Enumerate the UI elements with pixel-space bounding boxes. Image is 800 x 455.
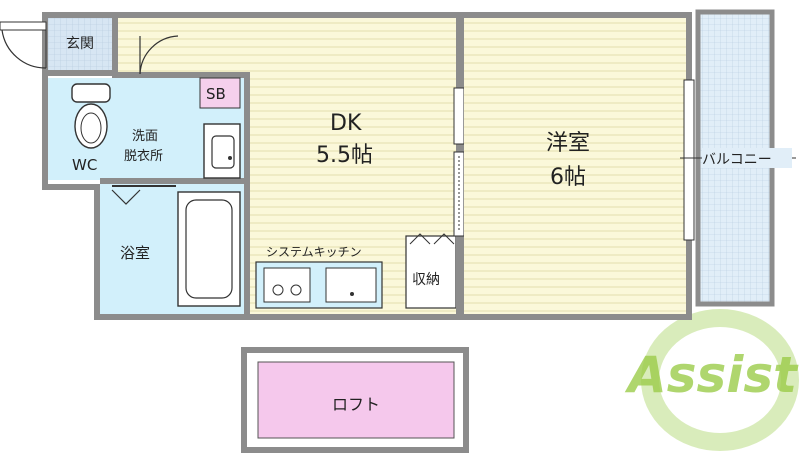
western-room-floor bbox=[464, 18, 686, 314]
loft bbox=[241, 347, 469, 453]
entrance-door bbox=[0, 21, 47, 69]
dk-name: DK bbox=[330, 111, 362, 136]
wash-basin-icon bbox=[203, 123, 241, 179]
western-room-size: 6帖 bbox=[550, 165, 586, 190]
stove-burner-icon bbox=[290, 284, 302, 296]
sliding-door bbox=[453, 87, 465, 237]
system-kitchen bbox=[255, 261, 383, 309]
storage bbox=[405, 233, 457, 309]
washroom-label-line2: 脱衣所 bbox=[124, 148, 163, 164]
washroom-door bbox=[139, 35, 179, 75]
assist-logo: Assist bbox=[624, 309, 799, 451]
sb-label: SB bbox=[206, 85, 226, 103]
storage-label: 収納 bbox=[412, 272, 440, 288]
dk-size: 5.5帖 bbox=[316, 143, 373, 168]
genkan-floor bbox=[48, 18, 112, 70]
shoe-box bbox=[199, 77, 241, 109]
logo-text: Assist bbox=[624, 346, 799, 404]
balcony-label: バルコニー bbox=[702, 152, 772, 168]
bath-door bbox=[111, 185, 176, 205]
western-room-name: 洋室 bbox=[546, 131, 590, 156]
washroom-label-line1: 洗面 bbox=[132, 129, 158, 144]
hallway-floor bbox=[118, 18, 254, 78]
kitchen-sink-icon bbox=[325, 267, 377, 303]
bathtub-icon bbox=[177, 191, 241, 307]
wc-label: WC bbox=[72, 156, 97, 174]
bath-label: 浴室 bbox=[120, 244, 150, 262]
logo-swoosh bbox=[641, 309, 799, 451]
balcony-window bbox=[683, 79, 695, 241]
loft-label: ロフト bbox=[332, 395, 380, 414]
stove-burner-icon bbox=[272, 284, 284, 296]
toilet-icon bbox=[71, 83, 111, 149]
genkan-label: 玄関 bbox=[66, 35, 94, 52]
kitchen-label: システムキッチン bbox=[266, 245, 362, 259]
